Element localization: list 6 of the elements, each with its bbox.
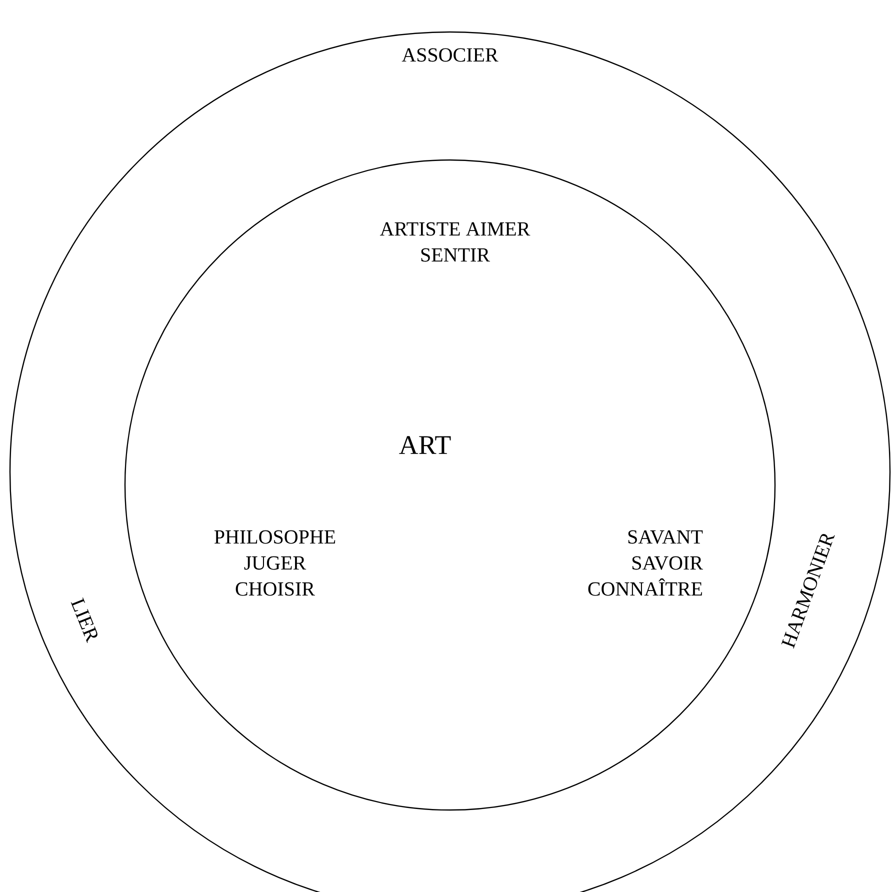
circle-label: ASSOCIER (402, 48, 498, 62)
circle-label: SAVANT SAVOIR CONNAÎTRE (588, 530, 703, 596)
circle-label: PHILOSOPHE JUGER CHOISIR (214, 530, 336, 596)
circle-label: ART (399, 436, 451, 454)
circle-label: ARTISTE AIMER SENTIR (380, 222, 530, 262)
circle-label: LIER (70, 597, 98, 644)
